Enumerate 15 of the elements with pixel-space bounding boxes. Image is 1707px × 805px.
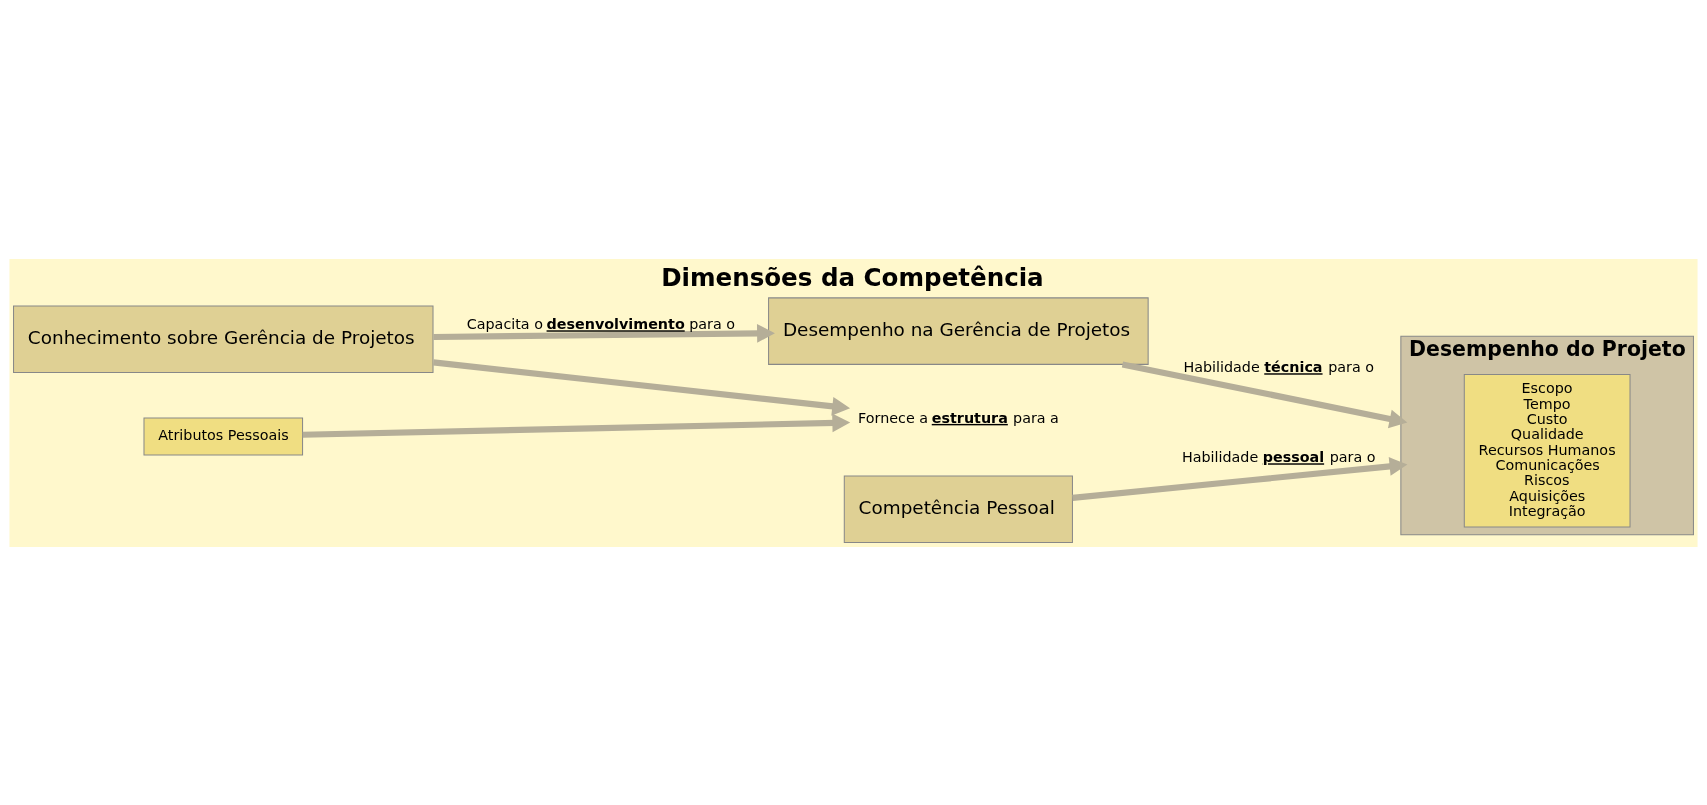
arrow: [433, 323, 775, 343]
edge-label: Habilidade pessoal para o: [1181, 448, 1376, 465]
edge-label: Capacita o desenvolvimento para o: [466, 315, 736, 332]
node-box: Escopo Tempo Custo Qualidade Recursos Humanos Comunicações Riscos Aquisições Integração: [1463, 373, 1631, 528]
node-box: Conhecimento sobre Gerência de Projetos: [13, 305, 434, 373]
arrow: [1121, 360, 1408, 428]
node-box: Desempenho na Gerência de Projetos: [768, 296, 1149, 365]
edge-label: Habilidade técnica para o: [1183, 358, 1374, 375]
arrow: [433, 358, 851, 416]
arrow: [1072, 456, 1408, 501]
node-box: Atributos Pessoais: [143, 417, 304, 455]
node-box: Competência Pessoal: [843, 474, 1073, 543]
diagram-title: Dimensões da Competência: [661, 262, 1044, 292]
arrow: [302, 413, 851, 438]
node-text: Fornece a estrutura para a: [858, 409, 1059, 426]
